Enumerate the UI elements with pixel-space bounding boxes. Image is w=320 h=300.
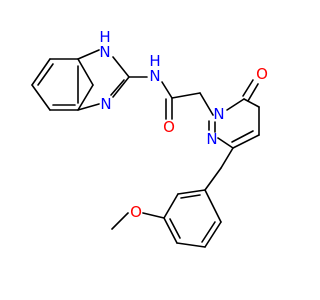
double-bond-inner (169, 218, 181, 239)
bond (243, 98, 260, 108)
atom-n-imidazole: N (100, 95, 111, 113)
bond (204, 167, 222, 191)
bond (163, 217, 178, 244)
bond (204, 221, 222, 248)
double-bond-inner (110, 79, 125, 96)
double-bond-inner (201, 221, 216, 243)
bond-aryl-o (142, 212, 165, 219)
bond (31, 84, 51, 111)
bond (176, 242, 206, 248)
bond (31, 58, 51, 86)
atom-h-imidazole: H (99, 28, 110, 46)
bond (77, 49, 100, 60)
atom-o-methoxy: O (130, 203, 142, 221)
bond-nh-carbonyl (161, 81, 173, 99)
atom-n2-pyridazine: N (206, 130, 217, 148)
atom-o-amide: O (163, 118, 175, 136)
bond-carbonyl-ch2 (171, 92, 201, 99)
methoxyphenyl-ring (163, 167, 222, 248)
double-bond-inner (231, 130, 254, 143)
bond (77, 103, 100, 111)
bond (177, 189, 206, 195)
imidazole-ring (77, 49, 130, 111)
bond-ch2-n1 (199, 92, 214, 116)
bond (112, 76, 130, 98)
bond (226, 98, 245, 111)
bond (217, 137, 234, 149)
atom-n1-pyridazine: N (213, 105, 224, 123)
bond (204, 189, 222, 223)
atom-n-amide: N (149, 67, 160, 85)
benzene-ring-benzimidazole (31, 58, 94, 111)
double-bond-inner (37, 63, 54, 86)
double-bond-ketone (247, 83, 259, 102)
double-bond-ketone (242, 79, 254, 97)
atom-h-amide: H (149, 52, 160, 70)
bond (163, 193, 179, 219)
atom-n-imidazole-nh: N (99, 43, 110, 61)
bond (77, 84, 94, 111)
bond (112, 56, 130, 78)
bond (232, 134, 260, 149)
bond (77, 58, 94, 86)
pyridazinone-ring (208, 79, 260, 169)
bond-c3-aryl (220, 147, 234, 169)
atom-o-pyridazinone: O (256, 65, 268, 83)
bond-o-methyl (111, 212, 129, 230)
molecule-structure: N H N N H O N N O O (31, 28, 268, 248)
double-bond-inner (180, 194, 201, 199)
